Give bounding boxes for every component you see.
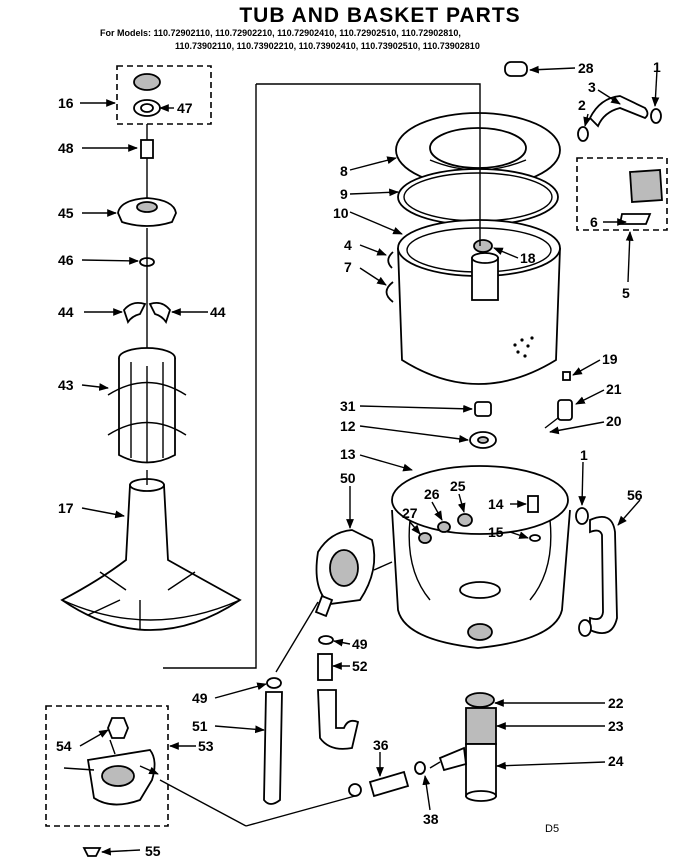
part-5-6-pump-group xyxy=(576,157,668,231)
callout-5: 5 xyxy=(622,285,630,301)
callout-17: 17 xyxy=(58,500,74,516)
callout-38: 38 xyxy=(423,811,439,827)
part-43-agitator-barrel xyxy=(107,347,187,464)
callout-53: 53 xyxy=(198,738,214,754)
callout-24: 24 xyxy=(608,753,624,769)
callout-45: 45 xyxy=(58,205,74,221)
callout-8: 8 xyxy=(340,163,348,179)
callout-48: 48 xyxy=(58,140,74,156)
callout-47: 47 xyxy=(177,100,193,116)
part-49-clamp-b xyxy=(266,677,282,689)
callout-49-left: 49 xyxy=(192,690,208,706)
callout-56: 56 xyxy=(627,487,643,503)
callout-31: 31 xyxy=(340,398,356,414)
callout-46: 46 xyxy=(58,252,74,268)
part-38-clamp-left xyxy=(348,783,362,797)
callout-49-right: 49 xyxy=(352,636,368,652)
callout-44-left: 44 xyxy=(58,304,74,320)
part-53-motor-group xyxy=(45,705,169,827)
callout-55: 55 xyxy=(145,843,161,859)
callout-1-right: 1 xyxy=(580,447,588,463)
callout-19: 19 xyxy=(602,351,618,367)
part-4-clip xyxy=(387,251,394,269)
part-9-gasket xyxy=(397,168,559,226)
callout-52: 52 xyxy=(352,658,368,674)
callout-7: 7 xyxy=(344,259,352,275)
drain-connector-line xyxy=(163,84,257,669)
callout-50: 50 xyxy=(340,470,356,486)
part-36-tube xyxy=(368,770,410,798)
leader-lines xyxy=(79,65,660,856)
part-55-screw xyxy=(82,847,102,857)
part-22-24-drive-tube xyxy=(438,692,497,802)
callout-20: 20 xyxy=(606,413,622,429)
callout-9: 9 xyxy=(340,186,348,202)
callout-4: 4 xyxy=(344,237,352,253)
part-28-hose xyxy=(504,61,528,77)
callout-22: 22 xyxy=(608,695,624,711)
shaft-connector-line xyxy=(256,83,481,90)
diagram-code: D5 xyxy=(545,823,559,835)
callout-18: 18 xyxy=(520,250,536,266)
callout-25: 25 xyxy=(450,478,466,494)
models-line-2: 110.73902110, 110.73902210, 110.73902410… xyxy=(175,41,480,51)
part-15-washer xyxy=(529,534,541,542)
callout-3: 3 xyxy=(588,79,596,95)
part-51-hose xyxy=(263,691,283,805)
part-52-connector xyxy=(317,653,333,681)
callout-36: 36 xyxy=(373,737,389,753)
part-48-bolt xyxy=(140,124,154,159)
part-13-outer-tub xyxy=(391,465,571,649)
part-16-cap-group xyxy=(116,65,212,125)
callout-16: 16 xyxy=(58,95,74,111)
callout-51: 51 xyxy=(192,718,208,734)
callout-43: 43 xyxy=(58,377,74,393)
callout-12: 12 xyxy=(340,418,356,434)
callout-21: 21 xyxy=(606,381,622,397)
part-49-clamp-a xyxy=(318,635,334,645)
callout-6: 6 xyxy=(590,214,598,230)
callout-54: 54 xyxy=(56,738,72,754)
callout-13: 13 xyxy=(340,446,356,462)
callout-26: 26 xyxy=(424,486,440,502)
part-14-bolt xyxy=(527,495,539,513)
callout-27: 27 xyxy=(402,505,418,521)
part-50-pump xyxy=(314,529,376,618)
callout-10: 10 xyxy=(333,205,349,221)
part-7-clip xyxy=(385,281,394,303)
part-45-dogs xyxy=(117,197,177,227)
callout-numbers: 16 47 48 45 46 44 44 43 17 28 1 3 2 8 9 … xyxy=(56,59,661,859)
callout-14: 14 xyxy=(488,496,504,512)
models-line-1: For Models: 110.72902110, 110.72902210, … xyxy=(100,28,461,38)
diagram-title: TUB AND BASKET PARTS xyxy=(239,4,520,27)
part-21-valve xyxy=(544,399,573,429)
part-56-hose xyxy=(575,507,618,637)
callout-44-right: 44 xyxy=(210,304,226,320)
part-3-fill-hose xyxy=(577,95,662,142)
callout-23: 23 xyxy=(608,718,624,734)
part-17-agitator-base xyxy=(60,470,242,631)
part-38-clamp-right xyxy=(414,761,426,775)
part-19-screw xyxy=(562,371,571,381)
callout-15: 15 xyxy=(488,524,504,540)
hose-elbow xyxy=(317,689,360,750)
callout-2: 2 xyxy=(578,97,586,113)
part-18-nut xyxy=(473,239,493,253)
part-44-clips xyxy=(122,301,172,325)
callout-1-top: 1 xyxy=(653,59,661,75)
part-31-nut xyxy=(474,401,492,417)
part-10-basket xyxy=(397,219,561,385)
callout-28: 28 xyxy=(578,60,594,76)
